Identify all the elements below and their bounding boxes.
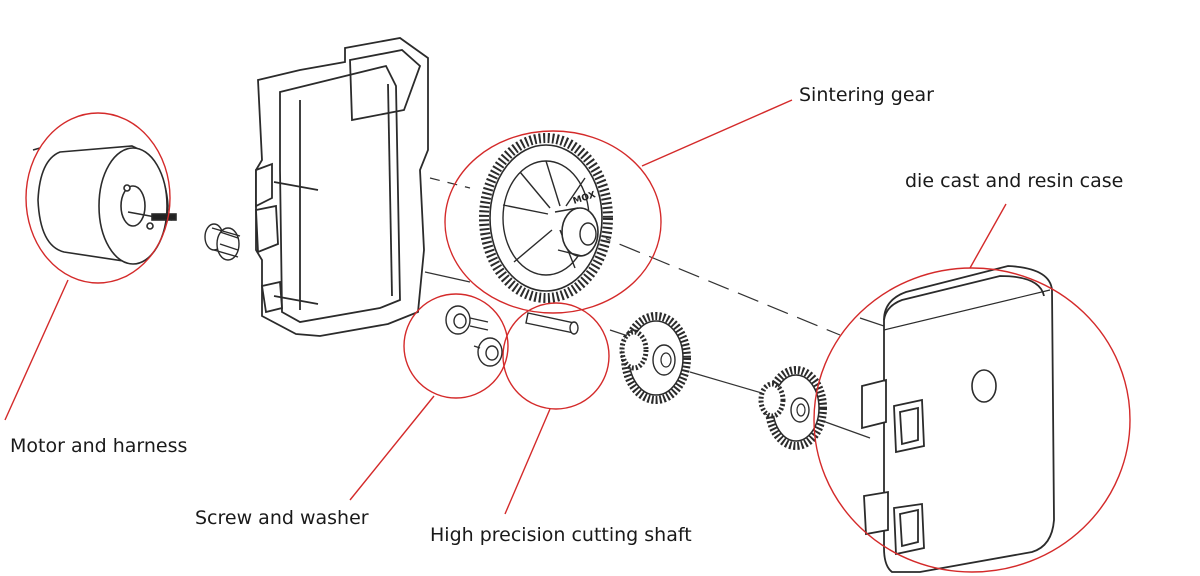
screw-and-washer-drawing [445,305,503,367]
assembly-lines [424,177,891,439]
callouts [4,99,1131,573]
small-gear [758,366,827,450]
motor [32,145,177,265]
callout-circle-screw [403,293,509,399]
callout-circle-case [813,267,1131,573]
leader-sintering [641,99,793,167]
medium-gear [619,312,691,404]
label-screw: Screw and washer [195,507,369,529]
front-case-drawing [861,265,1055,573]
pinion-gear [204,223,241,261]
callout-circle-shaft [502,302,610,410]
leader-shaft [504,408,551,515]
label-case: die cast and resin case [905,170,1124,192]
leader-case [969,203,1007,269]
sintering-gear-drawing: MOX [479,133,613,303]
callout-circle-motor [25,112,171,284]
cutting-shaft-drawing [525,312,579,335]
back-housing [255,37,429,337]
label-motor: Motor and harness [10,435,188,457]
leader-screw [349,395,435,501]
leader-motor [4,279,69,421]
label-shaft: High precision cutting shaft [430,524,692,546]
label-sintering-gear: Sintering gear [799,84,934,106]
callout-circle-sintering [444,130,662,314]
